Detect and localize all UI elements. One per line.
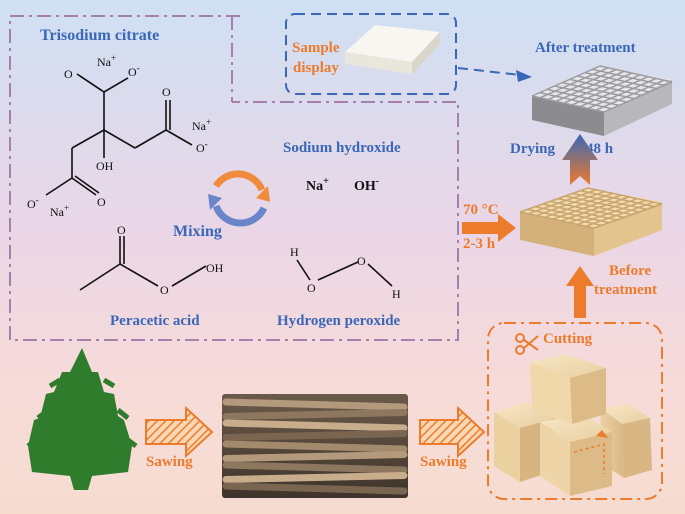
label-treatment: treatment [594, 282, 657, 298]
atom-oh: OH [96, 159, 114, 173]
atom-na-2: Na [192, 119, 207, 133]
label-trisodium-citrate: Trisodium citrate [40, 27, 159, 44]
atom-o-top: O [64, 67, 73, 81]
label-cutting: Cutting [543, 331, 593, 347]
label-peracetic-acid: Peracetic acid [110, 313, 200, 329]
heating-arrow [462, 214, 516, 242]
label-sawing-1: Sawing [146, 454, 193, 470]
after-treatment-block [531, 65, 673, 136]
atom-o-left: O [97, 195, 106, 209]
trisodium-citrate-atoms: Na+ O O- OH O Na+ O- O- O Na+ [27, 53, 211, 219]
scissors-icon [515, 333, 539, 355]
chemicals-frame [9, 15, 459, 341]
pine-tree-icon [26, 348, 138, 490]
svg-text:O-: O- [27, 195, 39, 211]
pa-o-top: O [117, 223, 126, 237]
pa-o: O [160, 283, 169, 297]
svg-text:Na+: Na+ [306, 176, 329, 194]
naoh-oh: OH [354, 179, 376, 194]
atom-na-3: Na [50, 205, 65, 219]
wood-cubes [494, 354, 652, 496]
label-sample: Sample [292, 40, 340, 56]
svg-text:Na+: Na+ [97, 53, 116, 69]
svg-text:Na+: Na+ [192, 117, 211, 133]
sawing-arrow-1 [145, 405, 214, 459]
svg-text:OH-: OH- [354, 176, 379, 194]
label-mixing: Mixing [173, 223, 222, 240]
atom-na-1: Na [97, 55, 112, 69]
label-duration: 2-3 h [463, 236, 496, 252]
hp-o1: O [307, 281, 316, 295]
hp-o2: O [357, 254, 366, 268]
connector-dashes [457, 67, 521, 76]
mixing-icon [208, 170, 270, 227]
peracetic-acid-structure [79, 236, 207, 291]
atom-o-right: O [162, 85, 171, 99]
pa-oh: OH [206, 261, 224, 275]
before-treatment-block [519, 187, 663, 256]
label-display: display [293, 60, 339, 76]
svg-text:O-: O- [128, 63, 140, 79]
naoh-na: Na [306, 179, 323, 194]
label-sodium-hydroxide: Sodium hydroxide [283, 140, 401, 156]
sawing-arrow-2 [419, 405, 486, 459]
atom-o-minus-2: O [196, 141, 205, 155]
logs-image [222, 394, 408, 498]
label-before: Before [609, 263, 652, 279]
trisodium-citrate-structure [45, 73, 193, 196]
drying-arrow [562, 134, 598, 185]
sample-block [345, 25, 440, 74]
svg-text:Na+: Na+ [50, 203, 69, 219]
label-temperature: 70 °C [463, 202, 499, 218]
hydrogen-peroxide-structure [296, 259, 393, 287]
atom-o-minus-3: O [27, 197, 36, 211]
label-drying: Drying [510, 141, 556, 157]
svg-text:O-: O- [196, 139, 208, 155]
cutting-box [487, 322, 663, 500]
label-sawing-2: Sawing [420, 454, 467, 470]
connector-arrowhead [516, 70, 532, 82]
hp-h2: H [392, 287, 401, 301]
label-hydrogen-peroxide: Hydrogen peroxide [277, 313, 401, 329]
sample-display-box [285, 13, 457, 95]
hp-h1: H [290, 245, 299, 259]
label-after-treatment: After treatment [535, 40, 636, 56]
atom-o-minus-1: O [128, 65, 137, 79]
up-arrow [566, 266, 594, 318]
